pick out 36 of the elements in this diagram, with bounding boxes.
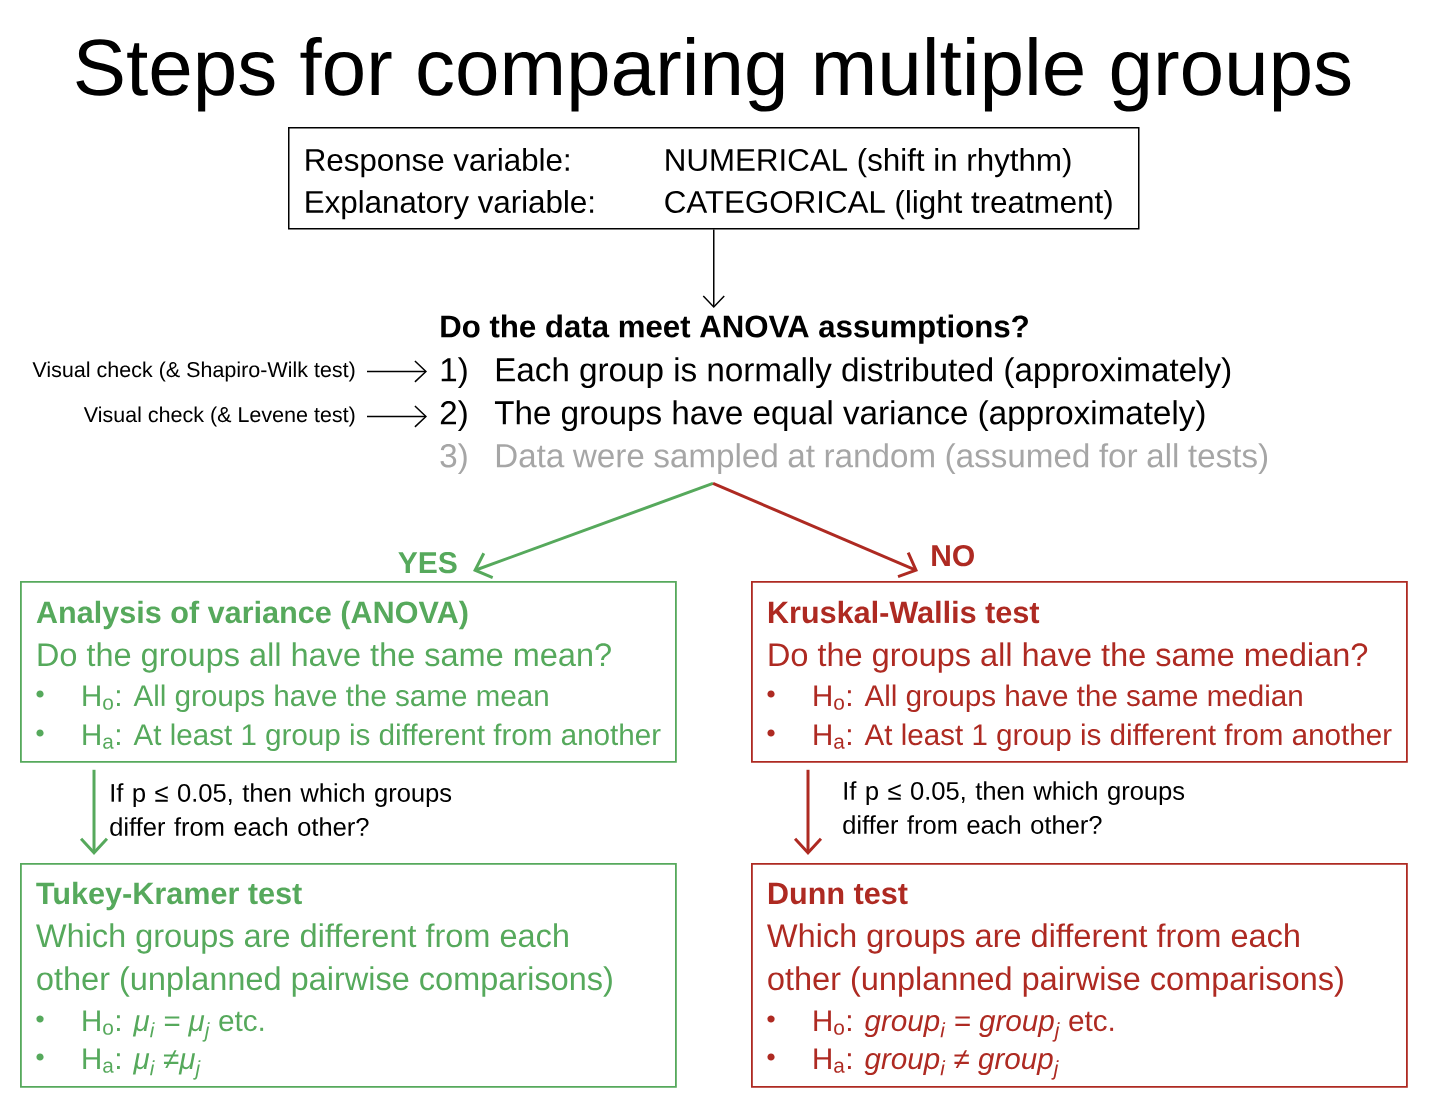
arrow	[366, 405, 427, 428]
node-label: Analysis of variance (ANOVA)	[36, 600, 468, 630]
test-box: Tukey-Kramer test Which groups are different from each other (unplanned pairwise comparisons) H$_{o}$: μ$_{i}$ = μ$_{j}$ etc. H$_{a}$: μ$_{i}$ ≠μ$_{j}$	[20, 863, 677, 1088]
variables-box: Response variable: NUMERICAL (shift in rhythm) Explanatory variable: CATEGORICAL (light treatment)	[288, 127, 1140, 230]
node-label: Which groups are different from each other (unplanned pairwise comparisons)	[767, 923, 1343, 997]
node-label: Dunn test	[768, 882, 908, 905]
arrow	[793, 769, 823, 855]
node-label: H$_{a}$: group$_{i}$ ≠ group$_{j}$	[814, 1048, 1059, 1080]
arrow	[79, 769, 109, 855]
arrow	[702, 228, 725, 308]
node-label: H$_{a}$: At least 1 group is different from another	[83, 723, 661, 752]
test-box: Kruskal-Wallis test Do the groups all have the same median? H$_{o}$: All groups have the same median H$_{a}$: At least 1 group is different from another	[751, 581, 1408, 763]
node-label: Do the groups all have the same median?	[769, 642, 1368, 673]
node-label: H$_{a}$: At least 1 group is different from another	[814, 723, 1392, 752]
node-label: H$_{o}$: All groups have the same median	[814, 684, 1302, 713]
edge-label: If p ≤ 0.05, then which groups differ from each other?	[109, 783, 455, 836]
note-text: Visual check (& Levene test)	[83, 406, 355, 427]
node-label: H$_{a}$: μ$_{i}$ ≠μ$_{j}$	[83, 1048, 201, 1080]
test-box: Dunn test Which groups are different from each other (unplanned pairwise comparisons) H$_{o}$: group$_{i}$ = group$_{j}$ etc. H$_{a}$: group$_{i}$ ≠ group$_{j}$	[751, 863, 1408, 1088]
question-text: Do the data meet ANOVA assumptions? 1) Each group is normally distributed (approximately) 2) The groups have equal variance (approximately) 3) Data were sampled at random (assumed for all tests)	[440, 314, 1268, 475]
test-box: Analysis of variance (ANOVA) Do the groups all have the same mean? H$_{o}$: All groups have the same mean H$_{a}$: At least 1 group is different from another	[20, 581, 677, 763]
node-label: Do the groups all have the same mean?	[38, 642, 611, 673]
edge-label: NO	[930, 545, 976, 567]
node-label: Which groups are different from each other (unplanned pairwise comparisons)	[36, 923, 612, 997]
arrow	[712, 482, 918, 578]
node-label: H$_{o}$: μ$_{i}$ = μ$_{j}$ etc.	[83, 1010, 264, 1042]
edge-label: YES	[397, 552, 458, 574]
node-label: H$_{o}$: group$_{i}$ = group$_{j}$ etc.	[814, 1010, 1114, 1042]
node-label: H$_{o}$: All groups have the same mean	[83, 684, 548, 713]
arrow	[473, 482, 714, 579]
edge-label: If p ≤ 0.05, then which groups differ from each other?	[842, 781, 1188, 834]
note-text: Visual check (& Shapiro-Wilk test)	[32, 361, 355, 382]
node-label: Tukey-Kramer test	[36, 881, 302, 911]
arrow	[366, 360, 427, 383]
title: Steps for comparing multiple groups	[76, 37, 1351, 112]
node-label: Kruskal-Wallis test	[768, 600, 1040, 624]
